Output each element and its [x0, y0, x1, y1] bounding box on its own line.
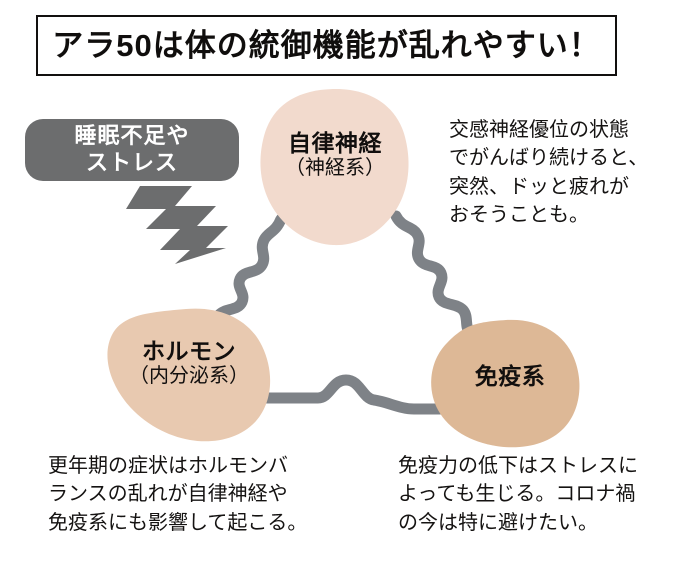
stress-pill-line-1: 睡眠不足や [74, 123, 190, 149]
node-shape-immune[interactable] [431, 319, 580, 448]
connector-hormone-immune [252, 374, 466, 415]
annotation-right: 交感神経優位の状態 でがんばり続けると、 突然、ドッと疲れが おそうことも。 [449, 119, 649, 227]
page-title-box: アラ50は体の統御機能が乱れやすい！ [36, 15, 617, 76]
node-shape-hormone[interactable] [107, 308, 271, 442]
stress-cause-pill: 睡眠不足や ストレス [25, 119, 239, 181]
caption-immune: 免疫力の低下はストレスに よっても生じる。コロナ禍 の今は特に避けたい。 [398, 455, 638, 534]
zigzag-arrow-icon [126, 186, 228, 264]
node-shape-nerve[interactable] [260, 88, 409, 246]
stress-pill-line-2: ストレス [85, 150, 178, 175]
caption-hormone: 更年期の症状はホルモンバ ランスの乱れが自律神経や 免疫系にも影響して起こる。 [48, 455, 308, 534]
page-title: アラ50は体の統御機能が乱れやすい！ [52, 28, 601, 63]
